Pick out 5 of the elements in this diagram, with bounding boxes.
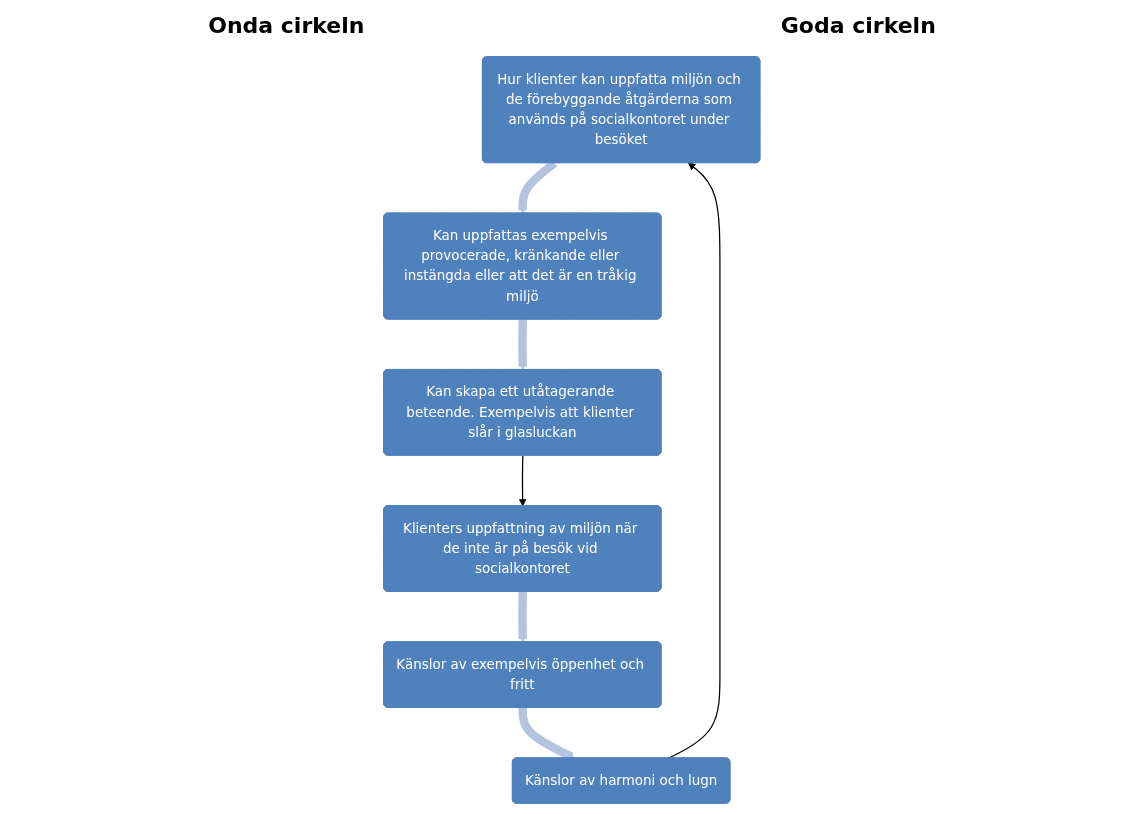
arrow	[518, 319, 528, 371]
arrow	[518, 591, 528, 643]
arrow	[519, 455, 527, 507]
column-heading: Onda cirkeln	[208, 12, 365, 38]
column-heading: Goda cirkeln	[780, 12, 936, 38]
